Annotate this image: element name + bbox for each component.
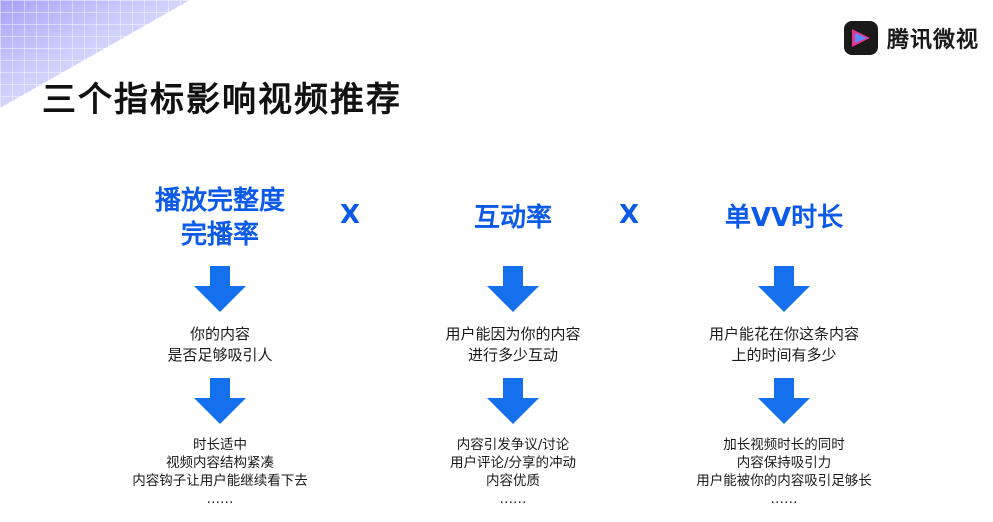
detail-line: 用户评论/分享的冲动 — [449, 455, 577, 471]
metric-heading-line: 播放完整度 — [154, 186, 285, 216]
detail-line: …… — [206, 491, 234, 507]
description-line: 用户能因为你的内容 — [445, 325, 581, 343]
description-line: 进行多少互动 — [467, 346, 558, 364]
metric-heading: 单VV时长 — [624, 178, 944, 258]
detail-line: 内容优质 — [486, 473, 540, 489]
down-arrow-icon — [194, 266, 246, 312]
metric-heading-line: 互动率 — [473, 203, 552, 233]
brand-name: 腾讯微视 — [886, 28, 979, 53]
metric-column-watch-time: 单VV时长 用户能花在你这条内容 上的时间有多少 加长视频时长的同时 内容保持吸… — [624, 178, 944, 508]
metric-details: 加长视频时长的同时 内容保持吸引力 用户能被你的内容吸引足够长 …… — [624, 436, 944, 508]
brand: 腾讯微视 — [843, 20, 979, 56]
down-arrow-icon — [487, 266, 539, 312]
metric-heading: 互动率 — [353, 178, 673, 258]
detail-line: 内容钩子让用户能继续看下去 — [132, 473, 308, 489]
weishi-logo-icon — [843, 21, 878, 55]
description-line: 是否足够吸引人 — [167, 346, 273, 364]
description-line: 你的内容 — [189, 325, 250, 343]
metric-column-completion: 播放完整度 完播率 你的内容 是否足够吸引人 时长适中 视频内容结构紧凑 内容钩… — [60, 178, 380, 508]
metric-column-interaction: 互动率 用户能因为你的内容 进行多少互动 内容引发争议/讨论 用户评论/分享的冲… — [353, 178, 673, 508]
multiply-sign: X — [619, 200, 640, 230]
metric-details: 时长适中 视频内容结构紧凑 内容钩子让用户能继续看下去 …… — [60, 436, 380, 508]
detail-line: …… — [499, 491, 527, 507]
metric-heading-line: 完播率 — [180, 220, 259, 250]
down-arrow-icon — [194, 378, 246, 424]
down-arrow-icon — [758, 378, 810, 424]
detail-line: 视频内容结构紧凑 — [166, 455, 274, 471]
detail-line: 用户能被你的内容吸引足够长 — [696, 473, 872, 489]
metric-heading: 播放完整度 完播率 — [60, 178, 380, 258]
metric-description: 用户能花在你这条内容 上的时间有多少 — [624, 324, 944, 370]
page-title: 三个指标影响视频推荐 — [42, 80, 402, 120]
metric-description: 你的内容 是否足够吸引人 — [60, 324, 380, 370]
detail-line: 内容保持吸引力 — [736, 455, 832, 471]
detail-line: 时长适中 — [193, 437, 247, 453]
corner-decoration — [0, 0, 190, 108]
description-line: 用户能花在你这条内容 — [708, 325, 859, 343]
detail-line: …… — [770, 491, 798, 507]
detail-line: 加长视频时长的同时 — [723, 437, 845, 453]
down-arrow-icon — [487, 378, 539, 424]
down-arrow-icon — [758, 266, 810, 312]
metric-details: 内容引发争议/讨论 用户评论/分享的冲动 内容优质 …… — [353, 436, 673, 508]
multiply-sign: X — [340, 200, 361, 230]
metric-description: 用户能因为你的内容 进行多少互动 — [353, 324, 673, 370]
metric-heading-line: 单VV时长 — [724, 203, 844, 233]
detail-line: 内容引发争议/讨论 — [456, 437, 570, 453]
description-line: 上的时间有多少 — [731, 346, 837, 364]
